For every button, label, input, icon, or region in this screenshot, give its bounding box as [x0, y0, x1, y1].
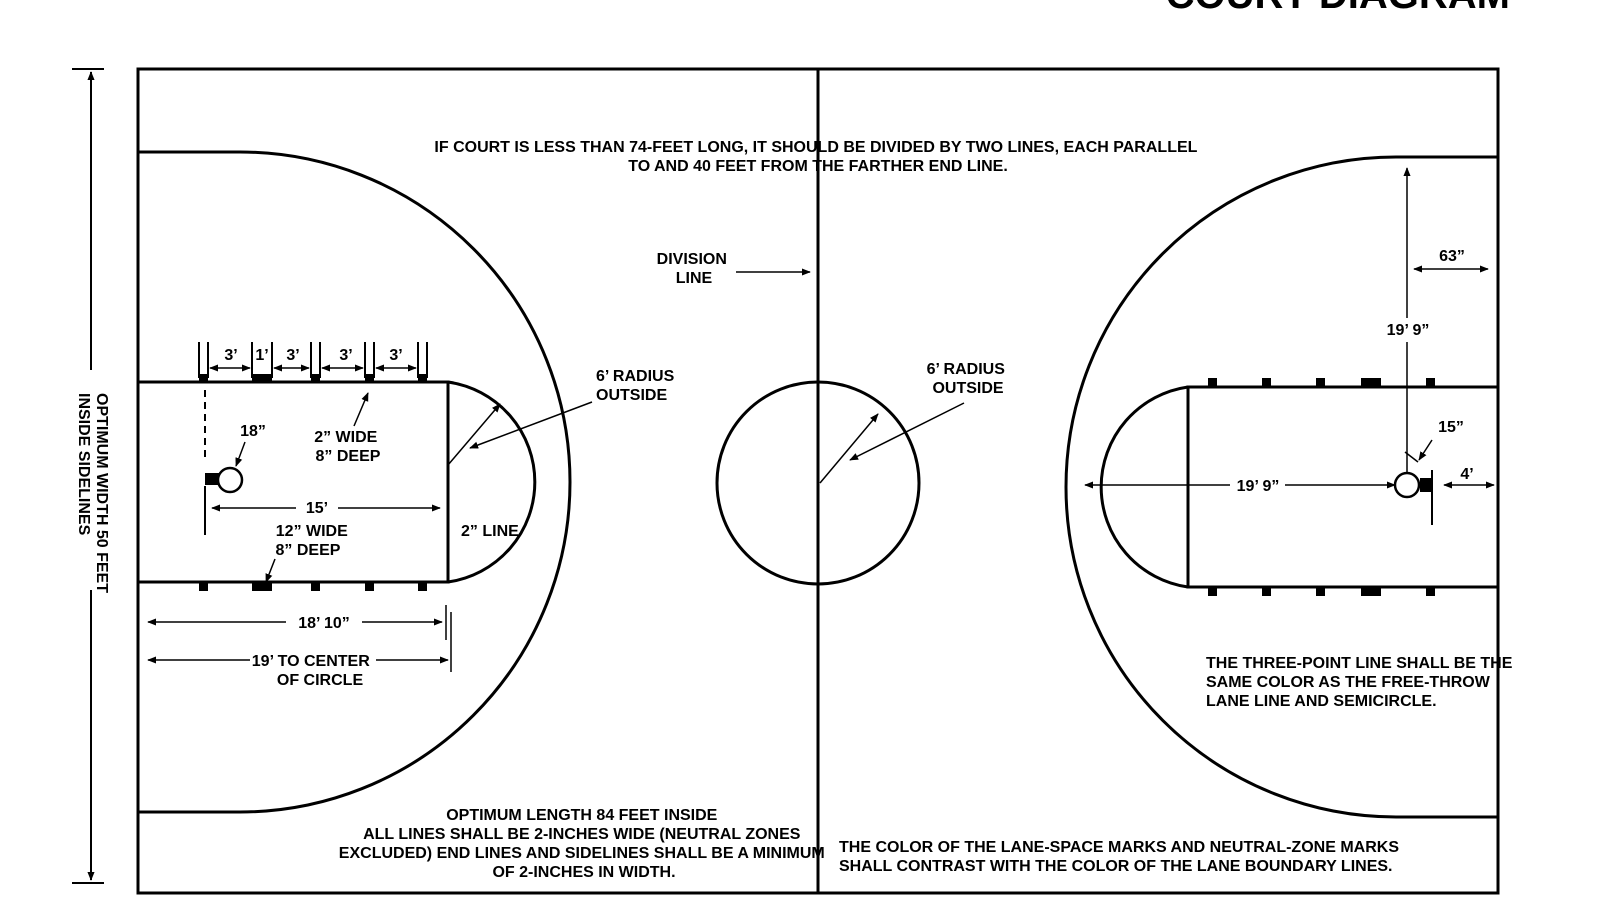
court-lines	[136, 67, 1500, 895]
lane-space-label: 3’	[389, 347, 402, 364]
lane-space-labels: 3’ 1’ 3’ 3’ 3’	[224, 347, 402, 364]
left-lane	[136, 380, 450, 584]
backboard-distance-label: 4’	[1460, 466, 1473, 483]
left-three-point-line	[138, 150, 572, 814]
width-dimension	[72, 68, 104, 884]
lane-space-label: 3’	[286, 347, 299, 364]
right-dimensions	[1084, 167, 1495, 489]
left-lane-marks	[199, 374, 427, 591]
distance-label-1: 18’ 10”	[298, 615, 350, 632]
left-ft-semicircle	[447, 380, 537, 584]
lane-space-label: 1’	[255, 347, 268, 364]
arc-distance-label: 19’ 9”	[1237, 478, 1280, 495]
center-radius-label: 6’ RADIUS OUTSIDE	[927, 361, 1010, 397]
left-radius-arrow	[469, 401, 593, 449]
center-radius-line	[819, 413, 879, 484]
distance-label-2: 19’ TO CENTER OF CIRCLE	[252, 653, 374, 689]
distance-dimensions	[147, 605, 452, 672]
bottom-left-note: OPTIMUM LENGTH 84 FEET INSIDE ALL LINES …	[339, 807, 829, 881]
mark-size-label: 2” WIDE 8” DEEP	[314, 429, 382, 465]
diagram-title: COURT DIAGRAM	[1166, 0, 1510, 17]
mark-arrow	[353, 392, 369, 427]
three-point-radius-label: 19’ 9”	[1387, 322, 1430, 339]
left-radius-label: 6’ RADIUS OUTSIDE	[596, 368, 679, 404]
lane-length-label: 15’	[306, 500, 328, 517]
right-lane	[1186, 385, 1500, 589]
block-arrow	[265, 558, 276, 583]
left-basket	[204, 390, 244, 535]
width-label: OPTIMUM WIDTH 50 FEET INSIDE SIDELINES	[75, 393, 110, 597]
lane-space-label: 3’	[339, 347, 352, 364]
right-lane-marks	[1208, 378, 1435, 596]
bottom-right-note: THE COLOR OF THE LANE-SPACE MARKS AND NE…	[839, 839, 1403, 875]
rim-size-label: 18”	[240, 423, 266, 440]
division-line-label: DIVISION LINE	[657, 251, 732, 287]
three-point-note: THE THREE-POINT LINE SHALL BE THE SAME C…	[1206, 655, 1517, 710]
center-note: IF COURT IS LESS THAN 74-FEET LONG, IT S…	[434, 139, 1201, 175]
rim-offset-label: 15”	[1438, 419, 1464, 436]
left-radius-line	[447, 403, 501, 466]
ft-line-label: 2” LINE	[461, 523, 519, 540]
center-radius-arrow	[849, 402, 965, 461]
lane-space-label: 3’	[224, 347, 237, 364]
center-circle	[715, 380, 921, 586]
right-basket	[1393, 470, 1433, 525]
corner-distance-label: 63”	[1439, 248, 1465, 265]
left-lane-extension-lines	[198, 342, 428, 378]
right-three-point-line	[1064, 155, 1498, 819]
block-size-label: 12” WIDE 8” DEEP	[276, 523, 353, 559]
right-ft-semicircle	[1099, 385, 1189, 589]
rim-arrow	[235, 441, 246, 467]
